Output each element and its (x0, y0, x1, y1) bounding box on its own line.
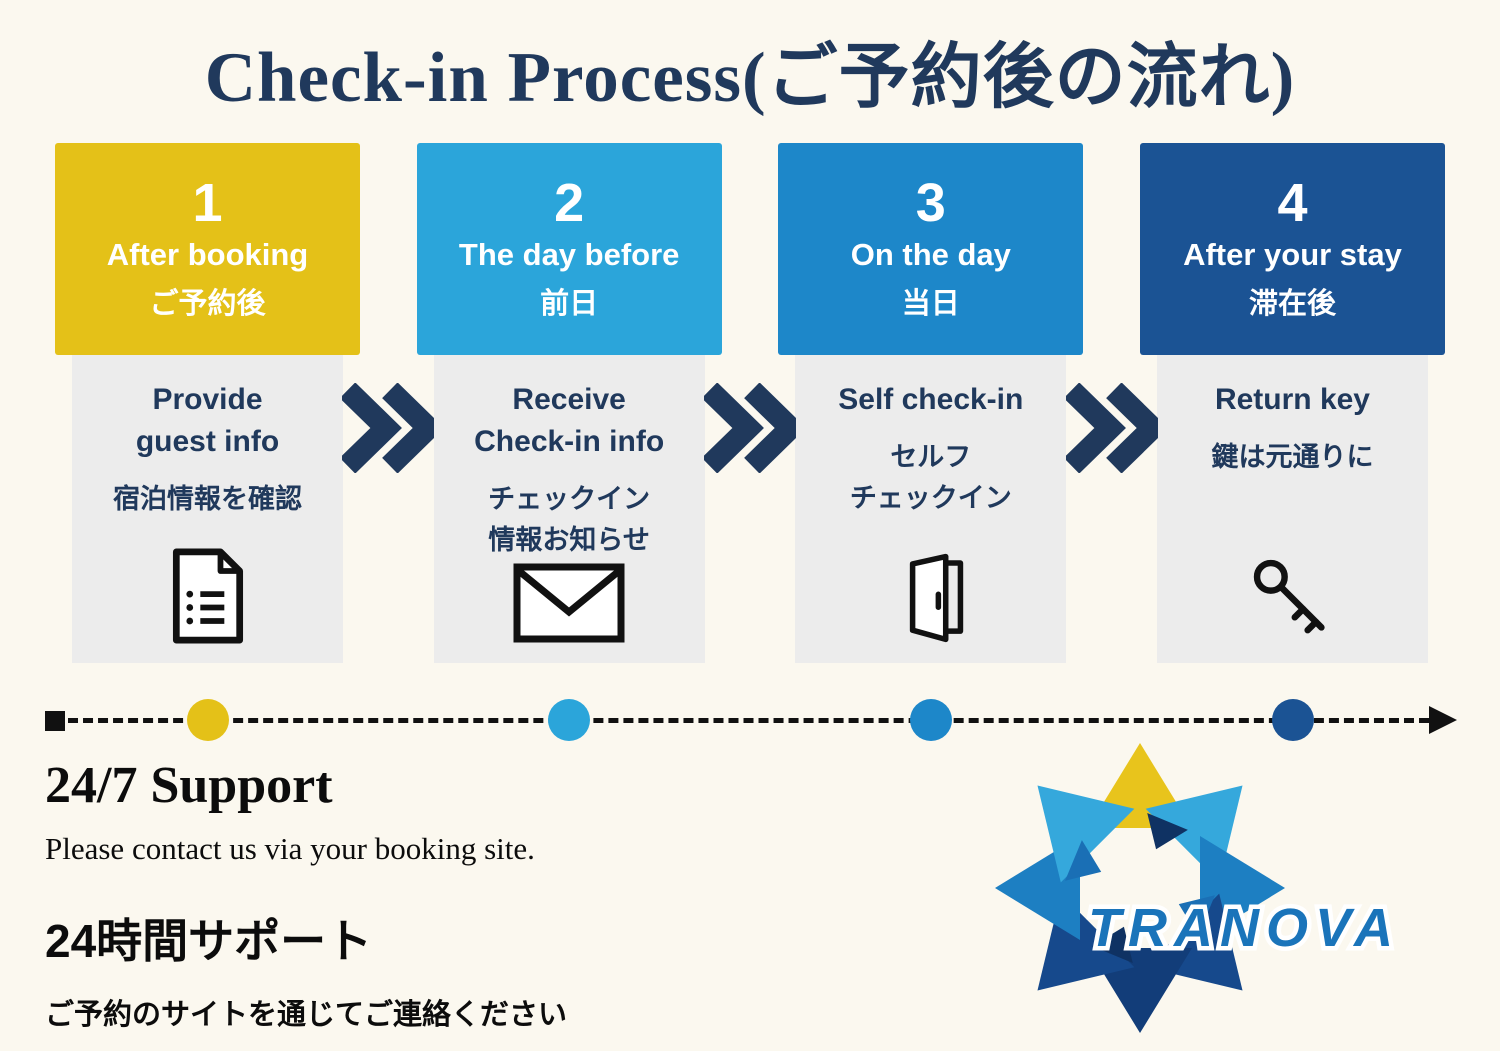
logo-brand-text: TRANOVA (1088, 898, 1400, 958)
support-section: 24/7 Support Please contact us via your … (45, 756, 945, 1033)
step-label-ja: 前日 (540, 287, 599, 320)
timeline-arrow-icon (1429, 706, 1457, 734)
timeline-dot-step-3 (910, 699, 952, 741)
logo-star-icon (995, 743, 1285, 1033)
support-heading-ja: 24時間サポート (45, 915, 373, 967)
timeline-dot-step-2 (548, 699, 590, 741)
chevron-right-icon (701, 382, 807, 474)
step-body-en: Self check-in (838, 383, 1024, 416)
timeline (45, 698, 1457, 744)
step-label-en: On the day (850, 237, 1011, 273)
step-1-header: 1 After booking ご予約後 (55, 143, 360, 355)
step-body-en: Receive Check-in info (474, 383, 665, 458)
timeline-dashed-line (53, 718, 1429, 723)
step-label-ja: 当日 (901, 287, 960, 320)
step-2-header: 2 The day before 前日 (416, 143, 722, 355)
step-1-body: Provide guest info 宿泊情報を確認 (72, 355, 343, 663)
door-icon (885, 552, 977, 649)
step-number: 1 (192, 173, 223, 234)
step-label-en: The day before (458, 237, 680, 273)
step-label-en: After booking (106, 237, 309, 273)
step-label-ja: ご予約後 (149, 287, 266, 320)
step-label-en: After your stay (1183, 237, 1402, 273)
step-body-en: Return key (1214, 383, 1370, 416)
step-1: 1 After booking ご予約後 Provide guest info … (55, 143, 360, 663)
step-label-ja: 滞在後 (1248, 287, 1336, 320)
step-number: 2 (554, 173, 585, 234)
page-title: Check-in Process(ご予約後の流れ) (204, 39, 1296, 117)
timeline-dot-step-4 (1272, 699, 1314, 741)
tranova-logo: TRANOVA (990, 728, 1470, 1048)
step-3-body: Self check-in セルフ チェックイン (795, 355, 1067, 663)
support-text-en: Please contact us via your booking site. (45, 831, 535, 866)
step-body-ja: 宿泊情報を確認 (113, 484, 302, 514)
chevron-right-icon (339, 382, 445, 474)
support-heading-en: 24/7 Support (45, 757, 333, 814)
step-number: 3 (915, 173, 946, 234)
step-number: 4 (1277, 173, 1308, 234)
step-4-body: Return key 鍵は元通りに (1156, 355, 1428, 663)
chevron-right-icon (1063, 382, 1169, 474)
envelope-icon (512, 562, 626, 649)
step-4: 4 After your stay 滞在後 Return key 鍵は元通りに (1139, 143, 1445, 663)
step-3-header: 3 On the day 当日 (778, 143, 1084, 355)
step-2-body: Receive Check-in info チェックイン 情報お知らせ (433, 355, 705, 663)
step-body-en: Provide guest info (135, 383, 280, 458)
support-text-ja: ご予約のサイトを通じてご連絡ください (45, 999, 568, 1031)
steps-row: 1 After booking ご予約後 Provide guest info … (55, 143, 1445, 663)
step-2: 2 The day before 前日 Receive Check-in inf… (416, 143, 722, 663)
step-4-header: 4 After your stay 滞在後 (1139, 143, 1445, 355)
step-body-ja: セルフ チェックイン (849, 442, 1012, 513)
step-body-ja: 鍵は元通りに (1211, 442, 1374, 472)
step-body-ja: チェックイン 情報お知らせ (488, 484, 651, 555)
document-icon (164, 548, 252, 649)
key-icon (1246, 552, 1338, 649)
timeline-start-square (45, 711, 65, 731)
step-3: 3 On the day 当日 Self check-in セルフ チェックイン (778, 143, 1084, 663)
timeline-dot-step-1 (187, 699, 229, 741)
